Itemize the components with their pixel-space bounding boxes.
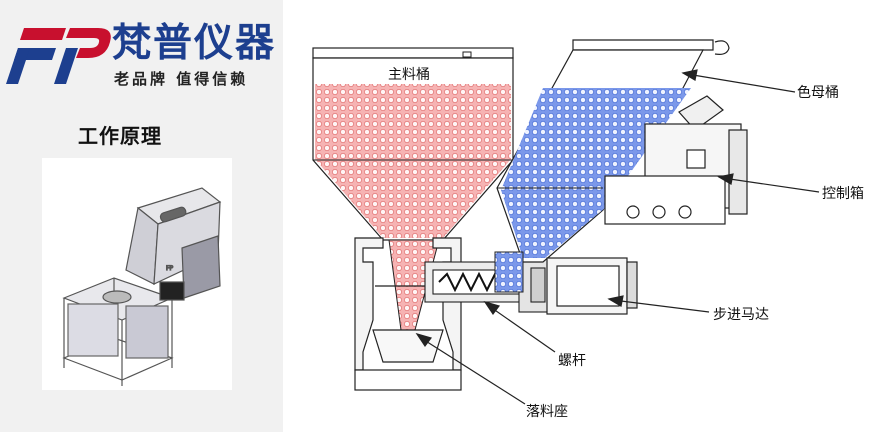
left-panel: 梵普仪器 老品牌 值得信赖 工作原理 FP [0, 0, 283, 432]
logo-letter-f-stem [6, 48, 30, 84]
brand-name: 梵普仪器 [112, 21, 277, 66]
stepper-motor [546, 257, 638, 315]
section-title: 工作原理 [78, 124, 162, 148]
product-frame [62, 277, 174, 386]
color-hopper [494, 39, 730, 293]
label-main-hopper: 主料桶 [388, 67, 430, 83]
label-screw: 螺杆 [558, 353, 586, 369]
product-hopper: FP [125, 187, 222, 301]
label-control-box: 控制箱 [822, 186, 864, 202]
logo-letter-f-top [20, 28, 66, 40]
logo-letter-p-bowl [66, 28, 111, 58]
leader-lines [415, 69, 820, 405]
brand-logo [6, 28, 111, 84]
svg-text:FP: FP [166, 265, 173, 272]
control-box [604, 95, 748, 225]
label-color-hopper: 色母桶 [797, 85, 839, 101]
feeding-base [354, 237, 462, 391]
brand-slogan: 老品牌 值得信赖 [114, 70, 249, 88]
color-material-fill [501, 88, 691, 258]
label-feeding-base: 落料座 [526, 404, 568, 420]
main-hopper [312, 47, 514, 331]
logo-letter-p-stem [54, 48, 78, 84]
main-material-fill [315, 84, 511, 238]
label-stepper-motor: 步进马达 [713, 307, 769, 323]
working-principle-diagram [312, 39, 820, 405]
product-photo: FP [42, 158, 232, 390]
color-material-drop [494, 251, 524, 293]
